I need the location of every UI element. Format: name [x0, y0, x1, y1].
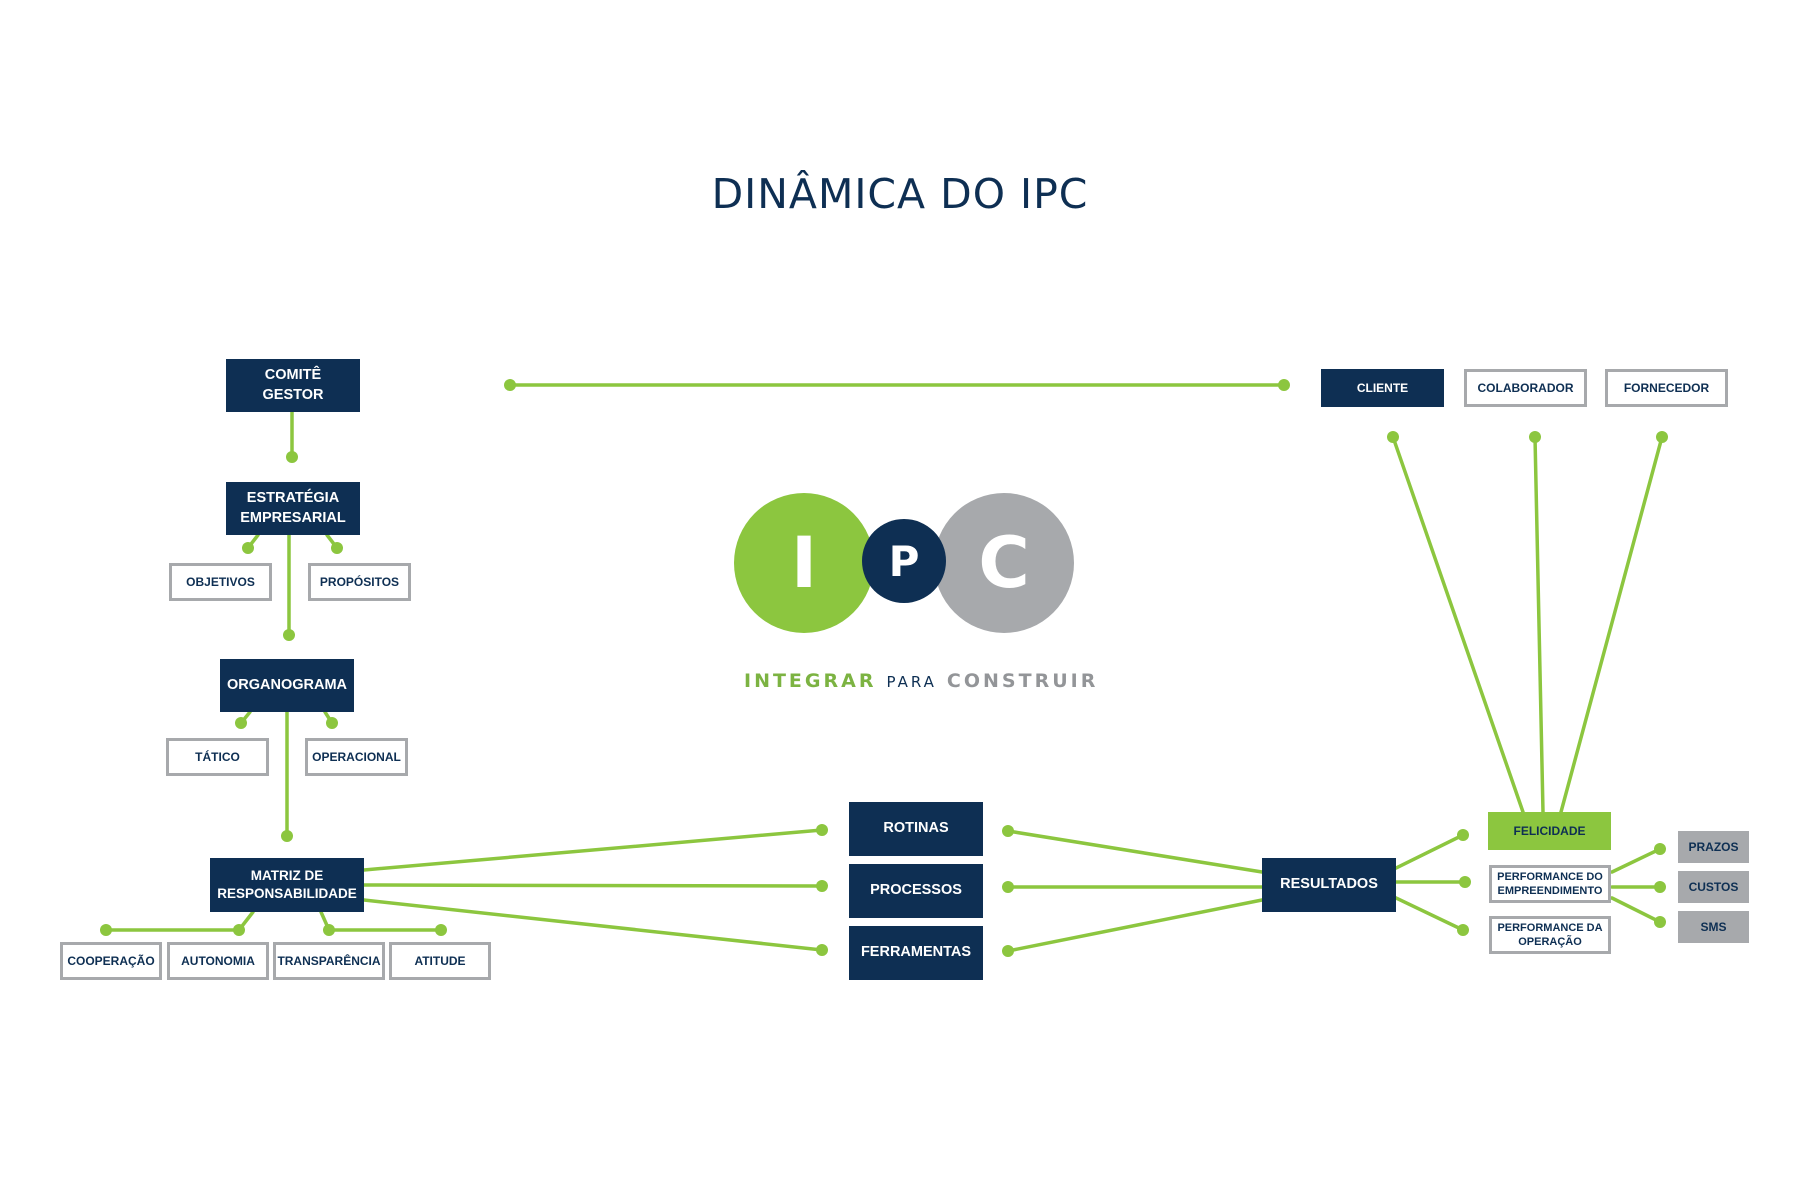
- page-title: DINÂMICA DO IPC: [711, 170, 1089, 218]
- node-tatico: TÁTICO: [166, 738, 269, 776]
- connector-dot: [1457, 829, 1469, 841]
- node-transparencia: TRANSPARÊNCIA: [273, 942, 385, 980]
- node-processos: PROCESSOS: [849, 864, 983, 918]
- connector-dot: [1002, 825, 1014, 837]
- connector-line: [1533, 435, 1545, 814]
- node-cooperacao: COOPERAÇÃO: [60, 942, 162, 980]
- connector-dot: [435, 924, 447, 936]
- connector-line: [1391, 435, 1525, 814]
- node-ferramentas: FERRAMENTAS: [849, 926, 983, 980]
- connector-dot: [1654, 843, 1666, 855]
- connector-line: [1006, 829, 1264, 874]
- node-propositos: PROPÓSITOS: [308, 563, 411, 601]
- connector-dot: [1002, 945, 1014, 957]
- node-fornecedor: FORNECEDOR: [1605, 369, 1728, 407]
- connector-line: [1392, 895, 1465, 932]
- connector-dot: [323, 924, 335, 936]
- connector-dot: [100, 924, 112, 936]
- node-sms: SMS: [1678, 911, 1749, 943]
- connector-line: [1559, 435, 1664, 814]
- connector-dot: [235, 717, 247, 729]
- connector-dot: [1459, 876, 1471, 888]
- tagline-para: PARA: [886, 673, 937, 691]
- connector-dot: [816, 824, 828, 836]
- node-atitude: ATITUDE: [389, 942, 491, 980]
- tagline-construir: CONSTRUIR: [946, 670, 1099, 692]
- connector-line: [1610, 896, 1662, 924]
- connector-line: [1392, 833, 1465, 871]
- connector-dot: [1002, 881, 1014, 893]
- connector-line: [362, 883, 824, 888]
- logo-circle-i: I: [734, 493, 874, 633]
- node-colaborador: COLABORADOR: [1464, 369, 1587, 407]
- connector-dot: [242, 542, 254, 554]
- connector-dot: [331, 542, 343, 554]
- connector-dot: [1278, 379, 1290, 391]
- connector-dot: [233, 924, 245, 936]
- node-custos: CUSTOS: [1678, 871, 1749, 903]
- node-rotinas: ROTINAS: [849, 802, 983, 856]
- connector-line: [362, 828, 824, 872]
- connector-dot: [286, 451, 298, 463]
- node-objetivos: OBJETIVOS: [169, 563, 272, 601]
- connector-dot: [1457, 924, 1469, 936]
- connector-dot: [1654, 916, 1666, 928]
- connector-line: [1610, 847, 1662, 874]
- connector-line: [362, 898, 824, 952]
- node-cliente: CLIENTE: [1321, 369, 1444, 407]
- connector-dot: [1529, 431, 1541, 443]
- connector-dot: [283, 629, 295, 641]
- connector-dot: [504, 379, 516, 391]
- connector-dot: [816, 880, 828, 892]
- connector-dot: [1656, 431, 1668, 443]
- node-autonomia: AUTONOMIA: [167, 942, 269, 980]
- node-resultados: RESULTADOS: [1262, 858, 1396, 912]
- node-felicidade: FELICIDADE: [1488, 812, 1611, 850]
- node-operacional: OPERACIONAL: [305, 738, 408, 776]
- connector-dot: [326, 717, 338, 729]
- node-organograma: ORGANOGRAMA: [220, 659, 354, 712]
- connector-dot: [1387, 431, 1399, 443]
- logo-circle-p: P: [862, 519, 946, 603]
- connector-dot: [816, 944, 828, 956]
- connector-dot: [1654, 881, 1666, 893]
- logo-circle-c: C: [934, 493, 1074, 633]
- tagline-integrar: INTEGRAR: [744, 670, 877, 692]
- connector-line: [1006, 898, 1264, 953]
- connector-dot: [281, 830, 293, 842]
- node-prazos: PRAZOS: [1678, 831, 1749, 863]
